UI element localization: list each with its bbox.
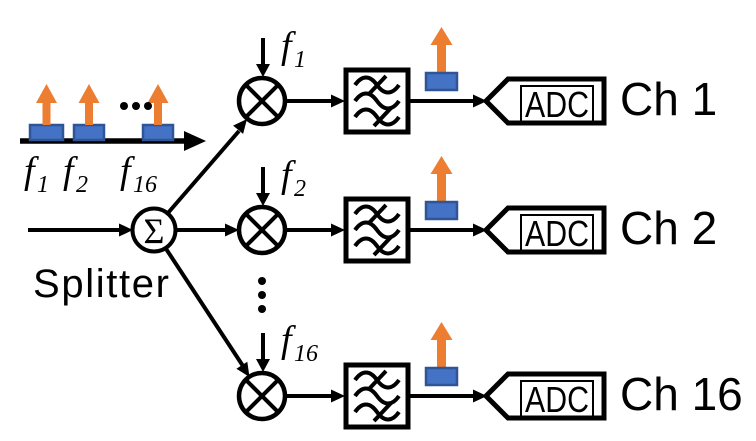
arrowhead-icon <box>331 389 345 403</box>
vertical-ellipsis-icon <box>258 277 266 313</box>
comb-label-f1-sub: 1 <box>37 172 49 198</box>
arrowhead-icon <box>236 361 250 377</box>
tone-marker <box>72 123 106 142</box>
tone-marker <box>28 123 65 142</box>
adc-block <box>482 205 607 255</box>
adc-block <box>482 76 607 126</box>
frequency-comb: f 1 f 2 f 16 <box>20 84 206 198</box>
arrowhead-icon <box>233 119 247 134</box>
arrowhead-icon <box>331 223 345 237</box>
splitter: Σ Splitter <box>28 119 250 377</box>
single-tone-icon <box>424 27 459 92</box>
adc-block <box>482 371 607 421</box>
splitter-label: Splitter <box>33 262 169 306</box>
bandpass-filter-icon <box>343 67 411 135</box>
adc-label: ADC <box>525 379 589 420</box>
splitter-branch-line <box>163 246 245 368</box>
frequency-axis-arrowhead-icon <box>184 131 206 151</box>
comb-label-f16-sub: 16 <box>133 172 157 198</box>
single-tone-icon <box>424 322 459 387</box>
arrowhead-icon <box>473 94 487 108</box>
lo-label-sub: 16 <box>294 341 318 367</box>
splitter-branch-line <box>165 129 241 215</box>
arrowhead-icon <box>256 64 270 77</box>
single-tone-icon <box>424 156 459 221</box>
tone-marker <box>141 123 175 142</box>
arrowhead-icon <box>119 223 133 237</box>
horizontal-ellipsis-icon <box>120 102 152 110</box>
adc-label: ADC <box>525 84 589 125</box>
channel-row-2: f 2 ADC Ch 2 <box>236 154 717 264</box>
arrowhead-icon <box>473 223 487 237</box>
arrowhead-icon <box>256 359 270 372</box>
lo-label-sub: 2 <box>294 176 306 202</box>
channel-row-1: f 1 ADC Ch 1 <box>236 25 717 135</box>
arrowhead-icon <box>331 94 345 108</box>
channel-label: Ch 2 <box>620 202 717 254</box>
bandpass-filter-icon <box>343 362 411 430</box>
adc-label-box <box>520 85 594 123</box>
channel-label: Ch 1 <box>620 73 717 125</box>
adc-label-box <box>520 214 594 252</box>
adc-label: ADC <box>525 213 589 254</box>
tone-up-arrow-icon <box>78 84 100 125</box>
adc-label-box <box>520 380 594 418</box>
tone-up-arrow-icon <box>147 84 169 125</box>
lo-label-sub: 1 <box>294 47 306 73</box>
comb-label-f2-sub: 2 <box>76 172 88 198</box>
tone-up-arrow-icon <box>36 84 57 125</box>
channel-row-3: f 16 ADC Ch 16 <box>236 319 743 430</box>
arrowhead-icon <box>256 193 270 206</box>
arrowhead-icon <box>225 223 239 237</box>
channel-label: Ch 16 <box>620 368 743 420</box>
arrowhead-icon <box>473 389 487 403</box>
bandpass-filter-icon <box>343 196 411 264</box>
summation-node-icon <box>130 206 178 254</box>
summation-symbol: Σ <box>144 211 165 251</box>
